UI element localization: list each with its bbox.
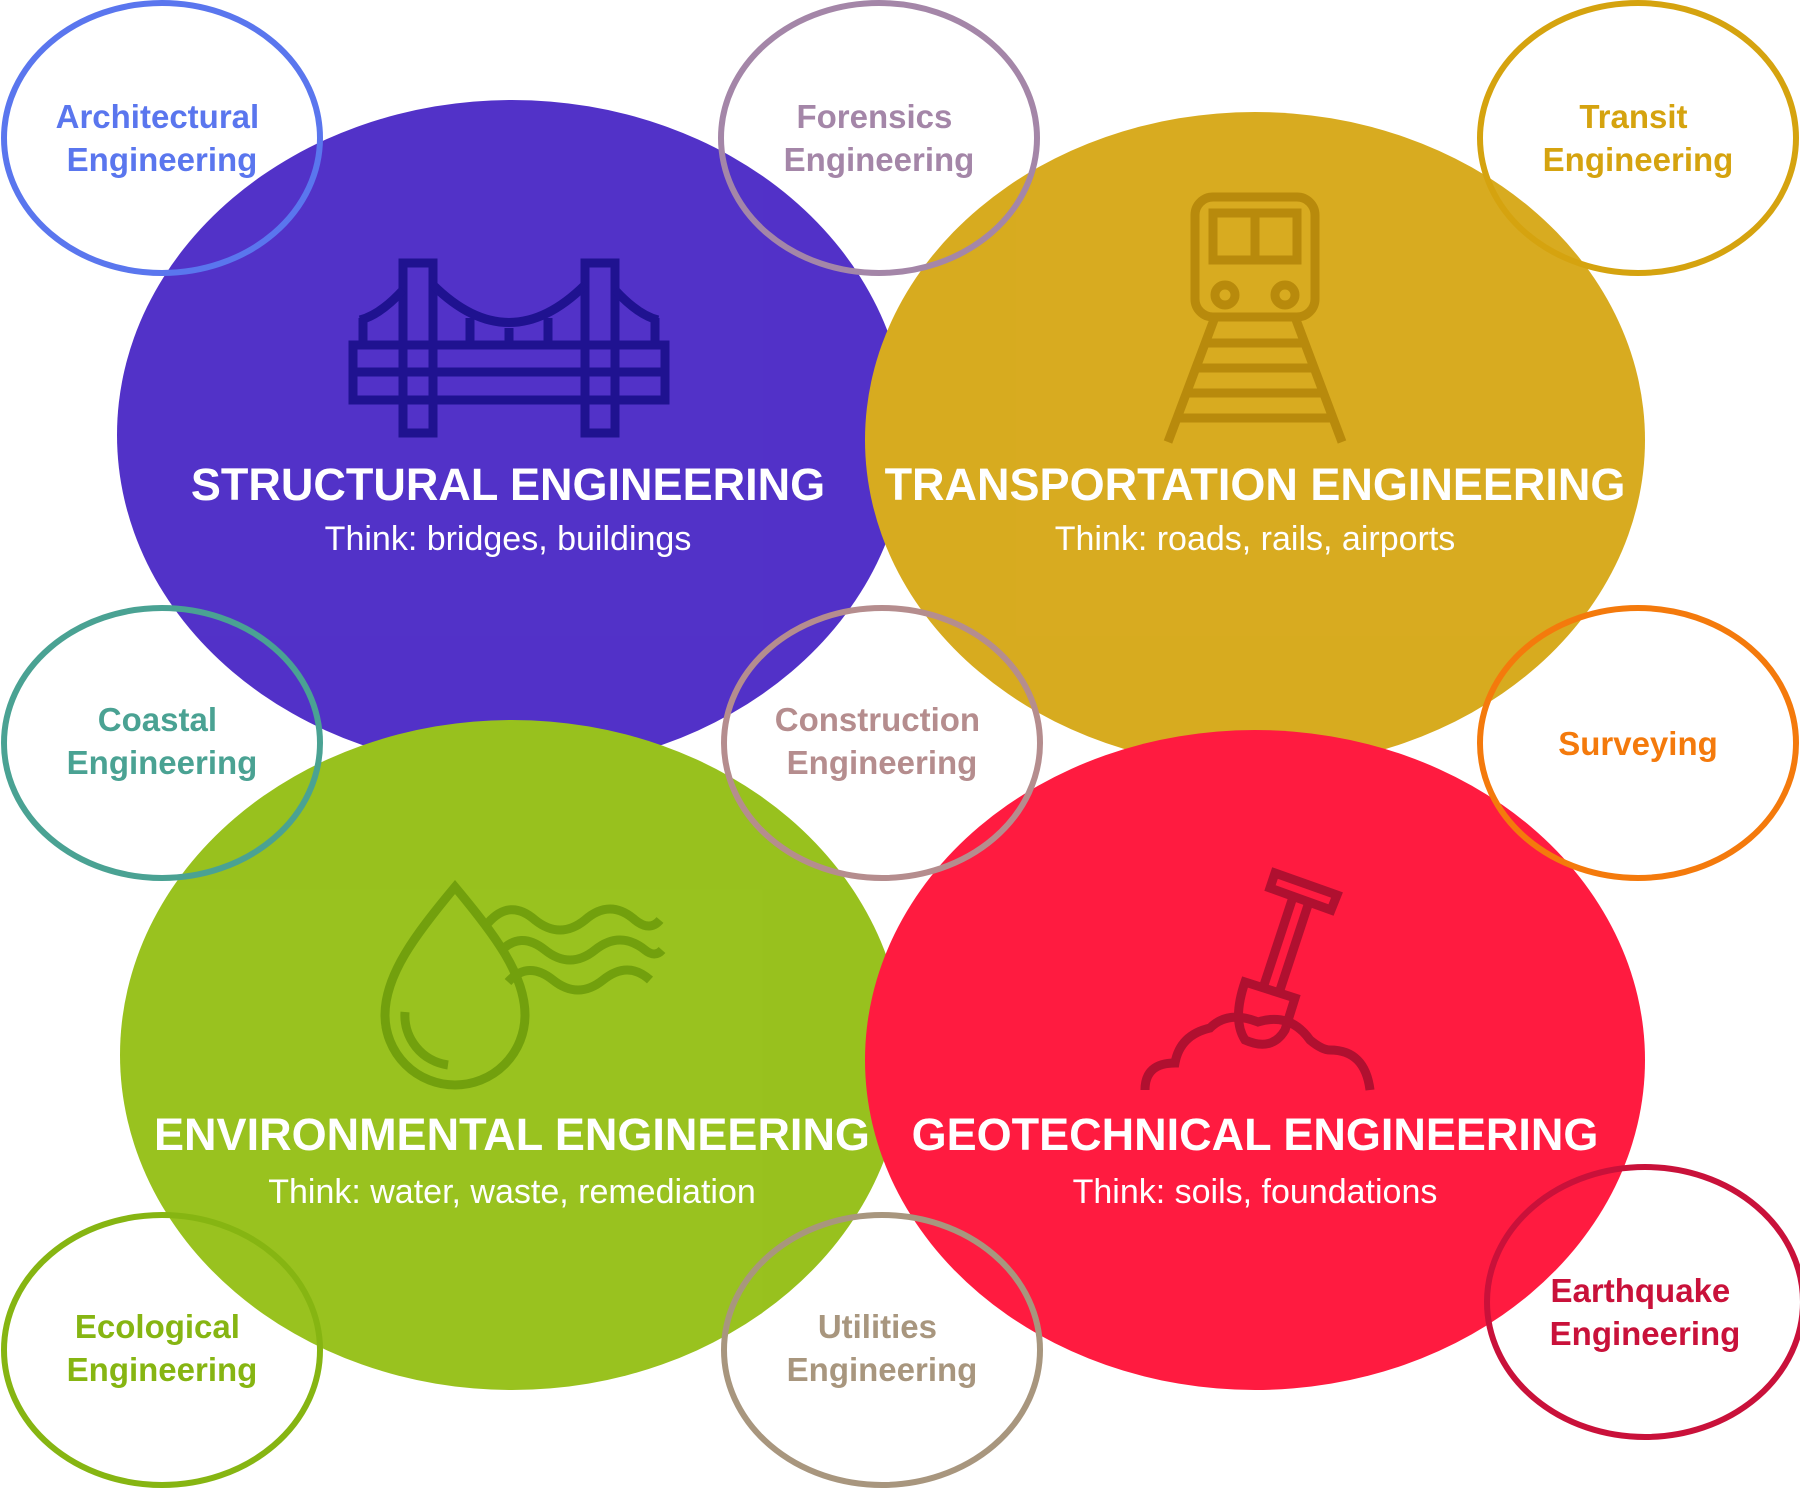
coastal-line2: Engineering	[67, 744, 258, 781]
coastal-line1: Coastal	[98, 701, 217, 738]
surveying-label: Surveying	[1558, 725, 1718, 762]
architectural-ring	[1, 0, 323, 276]
utilities-ring	[721, 1212, 1043, 1488]
architectural-label: Architectural Engineering	[56, 98, 269, 178]
transportation-subtitle: Think: roads, rails, airports	[1055, 520, 1456, 558]
water-drop-icon	[380, 879, 666, 1090]
train-icon	[1163, 192, 1347, 444]
utilities-line1: Utilities	[818, 1308, 937, 1345]
construction-line2: Engineering	[787, 744, 978, 781]
forensics-line2: Engineering	[784, 141, 975, 178]
geotechnical-title: GEOTECHNICAL ENGINEERING	[912, 1109, 1599, 1160]
architectural-line1: Architectural	[56, 98, 260, 135]
architectural-line2: Engineering	[67, 141, 258, 178]
shovel-icon	[1140, 867, 1375, 1091]
utilities-label: Utilities Engineering	[787, 1308, 978, 1388]
coastal-label: Coastal Engineering	[67, 701, 258, 781]
earthquake-ring	[1484, 1164, 1800, 1440]
geotechnical-subtitle: Think: soils, foundations	[1073, 1173, 1438, 1211]
utilities-line2: Engineering	[787, 1351, 978, 1388]
construction-ring	[721, 605, 1043, 881]
transportation-circle	[865, 112, 1645, 768]
construction-line1: Construction	[775, 701, 980, 738]
environmental-title: ENVIRONMENTAL ENGINEERING	[154, 1109, 870, 1160]
construction-label: Construction Engineering	[775, 701, 990, 781]
earthquake-label: Earthquake Engineering	[1550, 1272, 1741, 1352]
earthquake-line2: Engineering	[1550, 1315, 1741, 1352]
surveying-ring	[1477, 605, 1799, 881]
geotechnical-circle	[865, 730, 1645, 1390]
sub-labels: Architectural Engineering Forensics Engi…	[56, 98, 1741, 1388]
earthquake-line1: Earthquake	[1551, 1272, 1731, 1309]
forensics-ring	[718, 0, 1040, 276]
forensics-line1: Forensics	[796, 98, 952, 135]
forensics-label: Forensics Engineering	[784, 98, 975, 178]
environmental-subtitle: Think: water, waste, remediation	[268, 1173, 756, 1211]
transit-line1: Transit	[1579, 98, 1687, 135]
transit-ring	[1477, 0, 1799, 276]
coastal-ring	[1, 605, 323, 881]
transit-line2: Engineering	[1543, 141, 1734, 178]
structural-title: STRUCTURAL ENGINEERING	[191, 459, 825, 510]
ecological-label: Ecological Engineering	[67, 1308, 258, 1388]
main-circles	[117, 100, 1645, 1390]
ecological-line2: Engineering	[67, 1351, 258, 1388]
structural-subtitle: Think: bridges, buildings	[325, 520, 692, 558]
bridge-icon	[348, 258, 670, 438]
surveying-line1: Surveying	[1558, 725, 1718, 762]
ecological-line1: Ecological	[75, 1308, 240, 1345]
structural-circle	[117, 100, 907, 770]
transit-label: Transit Engineering	[1543, 98, 1734, 178]
ecological-ring	[1, 1212, 323, 1488]
transportation-title: TRANSPORTATION ENGINEERING	[885, 459, 1626, 510]
